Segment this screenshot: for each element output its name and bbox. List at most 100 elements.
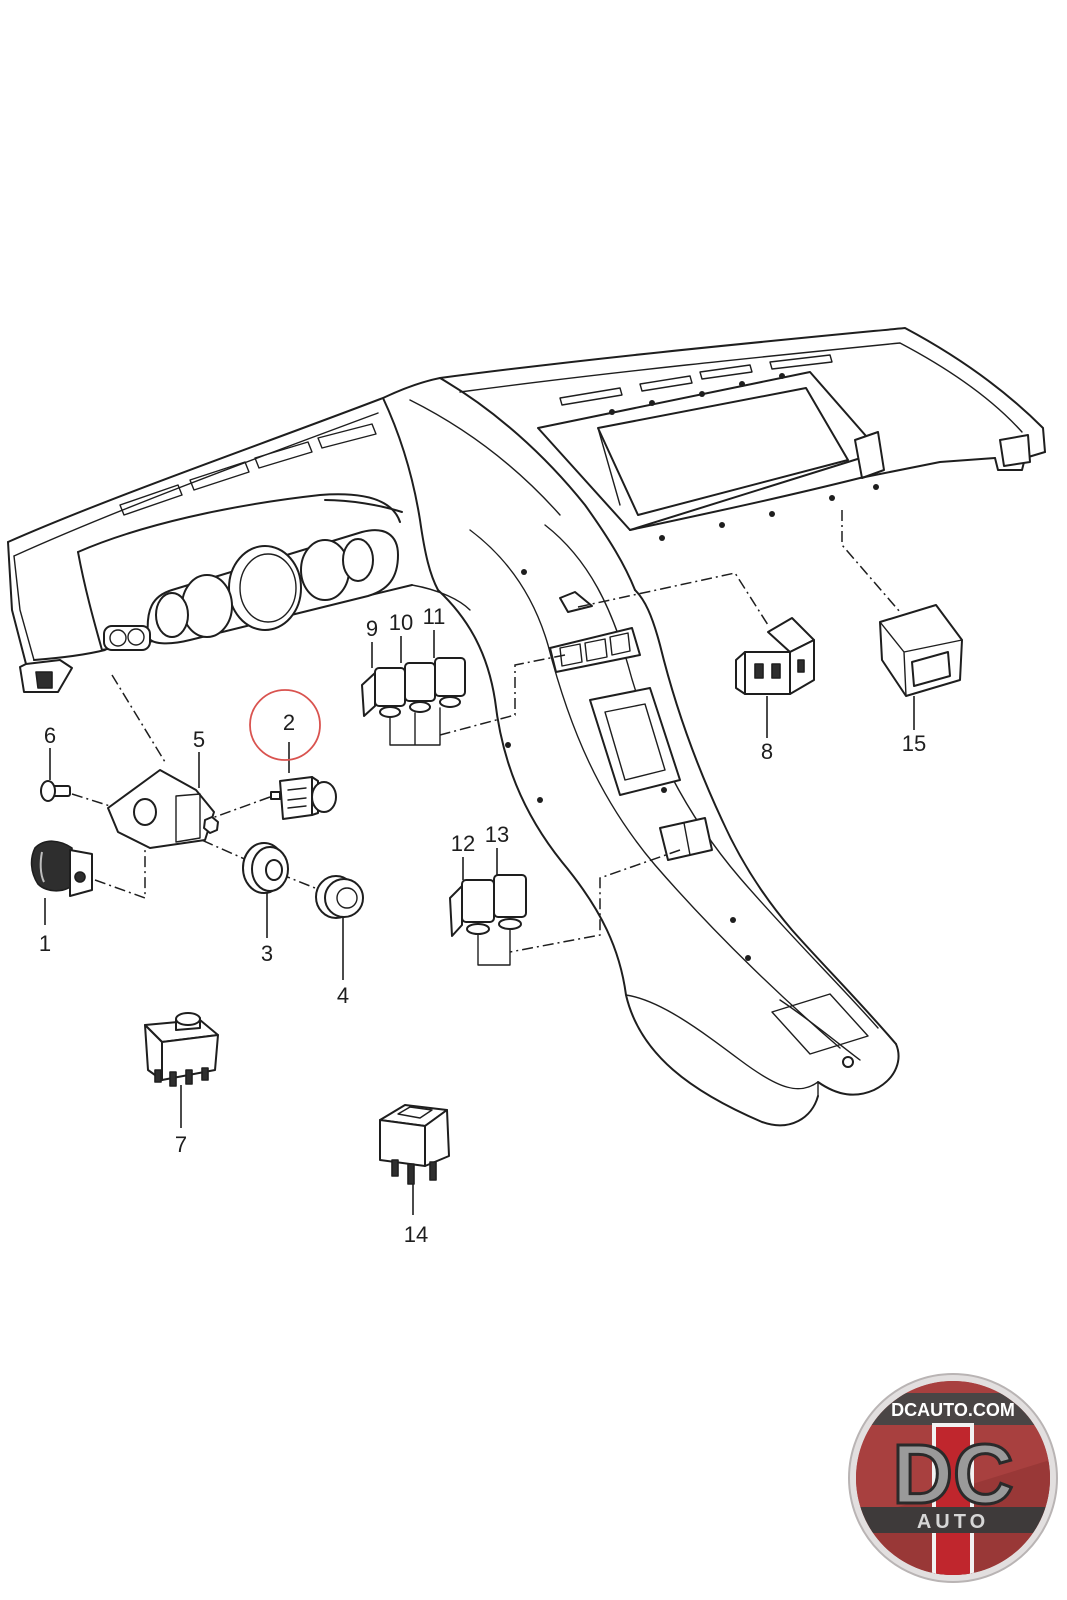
leader-to-part-5 bbox=[111, 674, 166, 763]
console-right-lobe bbox=[817, 1043, 900, 1096]
console-right-edge bbox=[634, 589, 897, 1045]
dash-screw bbox=[829, 495, 835, 501]
console-screw bbox=[661, 787, 667, 793]
callout-1: 1 bbox=[39, 931, 51, 956]
logo-word: AUTO bbox=[917, 1511, 989, 1533]
callout-leaders bbox=[44, 630, 915, 1215]
top-vent-slot bbox=[639, 375, 693, 392]
leader-to-parts-9-11 bbox=[439, 654, 566, 736]
relay-front bbox=[379, 1119, 426, 1167]
top-vent-slot bbox=[559, 387, 623, 406]
switch-11 bbox=[434, 657, 466, 697]
callout-11: 11 bbox=[423, 604, 446, 629]
dashboard-right-lower-edge bbox=[629, 457, 996, 531]
plate-body bbox=[107, 769, 215, 849]
instrument-cluster bbox=[77, 493, 413, 651]
part-15-bezel bbox=[879, 604, 963, 697]
console-center-panel-inner bbox=[604, 703, 666, 781]
console-surface-left bbox=[469, 529, 841, 1049]
switch-knob-top bbox=[175, 1012, 201, 1026]
cluster-to-console-edge bbox=[411, 584, 471, 611]
console-bolt bbox=[842, 1056, 854, 1068]
right-mount-bracket bbox=[999, 434, 1031, 467]
callout-9: 9 bbox=[366, 616, 378, 641]
part-14-relay-switch bbox=[379, 1104, 450, 1185]
part-8-hazard-switch bbox=[735, 617, 815, 695]
switch-tab bbox=[379, 706, 401, 718]
switch-12 bbox=[461, 879, 495, 923]
left-mount-hole bbox=[35, 671, 53, 689]
switch-group-bracket bbox=[477, 929, 511, 966]
switch-tab bbox=[466, 923, 490, 935]
knob-shaft bbox=[74, 871, 86, 883]
parts-9-10-11-switches bbox=[361, 657, 466, 746]
hazard-bezel bbox=[735, 651, 746, 695]
leader-part-2-to-plate bbox=[211, 796, 271, 819]
top-vent-slot bbox=[189, 461, 250, 491]
callout-6: 6 bbox=[44, 723, 56, 748]
hazard-body-front bbox=[744, 651, 791, 695]
console-surface-right bbox=[544, 524, 879, 1029]
relay-top-notch bbox=[397, 1106, 433, 1119]
center-console bbox=[437, 524, 900, 1127]
switch-ribs bbox=[287, 787, 307, 809]
dashboard-assembly bbox=[7, 327, 1046, 1127]
switch-9 bbox=[374, 667, 406, 707]
part-2-switch bbox=[270, 776, 337, 820]
lower-switch-slot bbox=[659, 817, 713, 861]
callout-4: 4 bbox=[337, 983, 349, 1008]
top-vent-slot bbox=[317, 423, 377, 449]
callout-3: 3 bbox=[261, 941, 273, 966]
callout-13: 13 bbox=[485, 822, 509, 847]
dash-screw bbox=[609, 409, 615, 415]
dash-screw bbox=[659, 535, 665, 541]
plate-cutout bbox=[175, 793, 201, 843]
dashboard-left-end-inner bbox=[13, 555, 35, 661]
switch-tab bbox=[409, 701, 431, 713]
top-vent-slot bbox=[254, 441, 313, 469]
side-vent-housing bbox=[103, 625, 151, 651]
cluster-hood bbox=[77, 493, 401, 553]
dash-screw bbox=[769, 511, 775, 517]
cluster-face-left bbox=[77, 551, 103, 651]
cap-center bbox=[336, 887, 358, 909]
center-stack-inner bbox=[409, 399, 561, 516]
callout-5: 5 bbox=[193, 727, 205, 752]
part-6-screw bbox=[40, 780, 71, 802]
leader-to-part-8 bbox=[577, 572, 769, 626]
logo-center-stripe bbox=[932, 1423, 974, 1575]
top-vent-slot bbox=[769, 354, 833, 370]
console-screw bbox=[730, 917, 736, 923]
side-vent-right bbox=[127, 628, 145, 646]
switch-mount-side bbox=[449, 885, 463, 937]
side-vent-left bbox=[109, 629, 127, 647]
screw-head bbox=[40, 780, 56, 802]
cluster-column-cover bbox=[324, 499, 403, 513]
switch-13 bbox=[493, 874, 527, 918]
switch-slot bbox=[584, 638, 608, 662]
console-screw bbox=[521, 569, 527, 575]
glovebox-depth-line bbox=[597, 427, 621, 506]
dashboard-top-rim-right bbox=[459, 342, 1023, 433]
bezel-top-face bbox=[879, 621, 963, 697]
leader-part-6-to-plate bbox=[71, 793, 111, 807]
knob-highlight bbox=[39, 851, 45, 883]
dash-screw bbox=[719, 522, 725, 528]
parts-12-13-switches bbox=[449, 874, 527, 966]
callout-12: 12 bbox=[451, 831, 475, 856]
dash-screw bbox=[873, 484, 879, 490]
logo-site-text: DCAUTO.COM bbox=[891, 1400, 1015, 1420]
dashboard-right-end bbox=[994, 451, 1046, 471]
center-stack-left-edge bbox=[382, 397, 439, 591]
relay-side bbox=[424, 1109, 450, 1167]
logo-inner bbox=[856, 1381, 1050, 1575]
console-screw bbox=[537, 797, 543, 803]
top-vent-slot bbox=[699, 364, 753, 380]
part-1-rotary-knob bbox=[30, 840, 93, 897]
lower-switch-slot-divider bbox=[683, 822, 691, 856]
console-screw bbox=[505, 742, 511, 748]
part-5-mounting-plate bbox=[107, 769, 219, 849]
dashboard-top-rim-left bbox=[13, 412, 379, 557]
console-screw bbox=[745, 955, 751, 961]
hazard-switch-slot bbox=[559, 591, 593, 613]
